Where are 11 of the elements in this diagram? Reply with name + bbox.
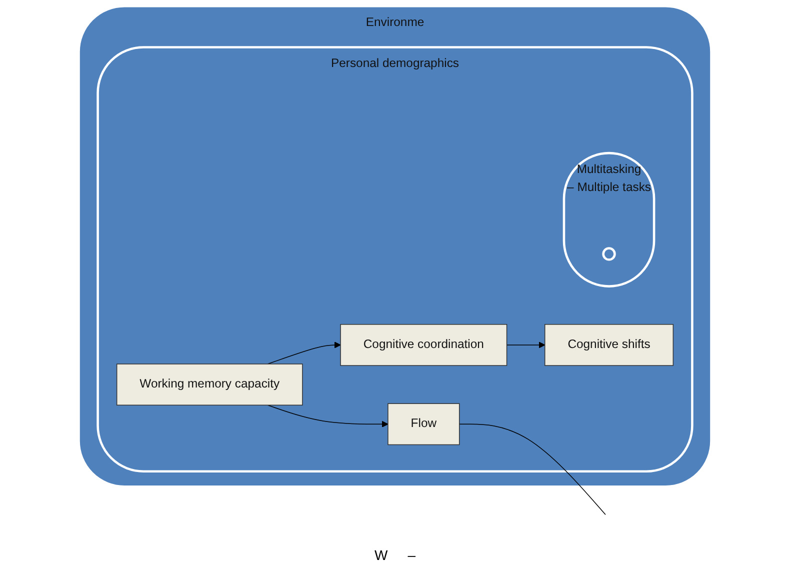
- node-box: Flow: [388, 403, 460, 446]
- arrow: [506, 342, 546, 348]
- arrow: [267, 404, 388, 428]
- note-text: W: [374, 547, 388, 563]
- connector: [458, 424, 606, 515]
- arrow: [267, 342, 341, 364]
- node-box: Working memory capacity: [116, 364, 303, 406]
- node-box: Cognitive coordination: [340, 324, 508, 366]
- node-box: Cognitive shifts: [544, 324, 674, 366]
- note-text: –: [408, 547, 416, 563]
- node-circle: [602, 247, 616, 261]
